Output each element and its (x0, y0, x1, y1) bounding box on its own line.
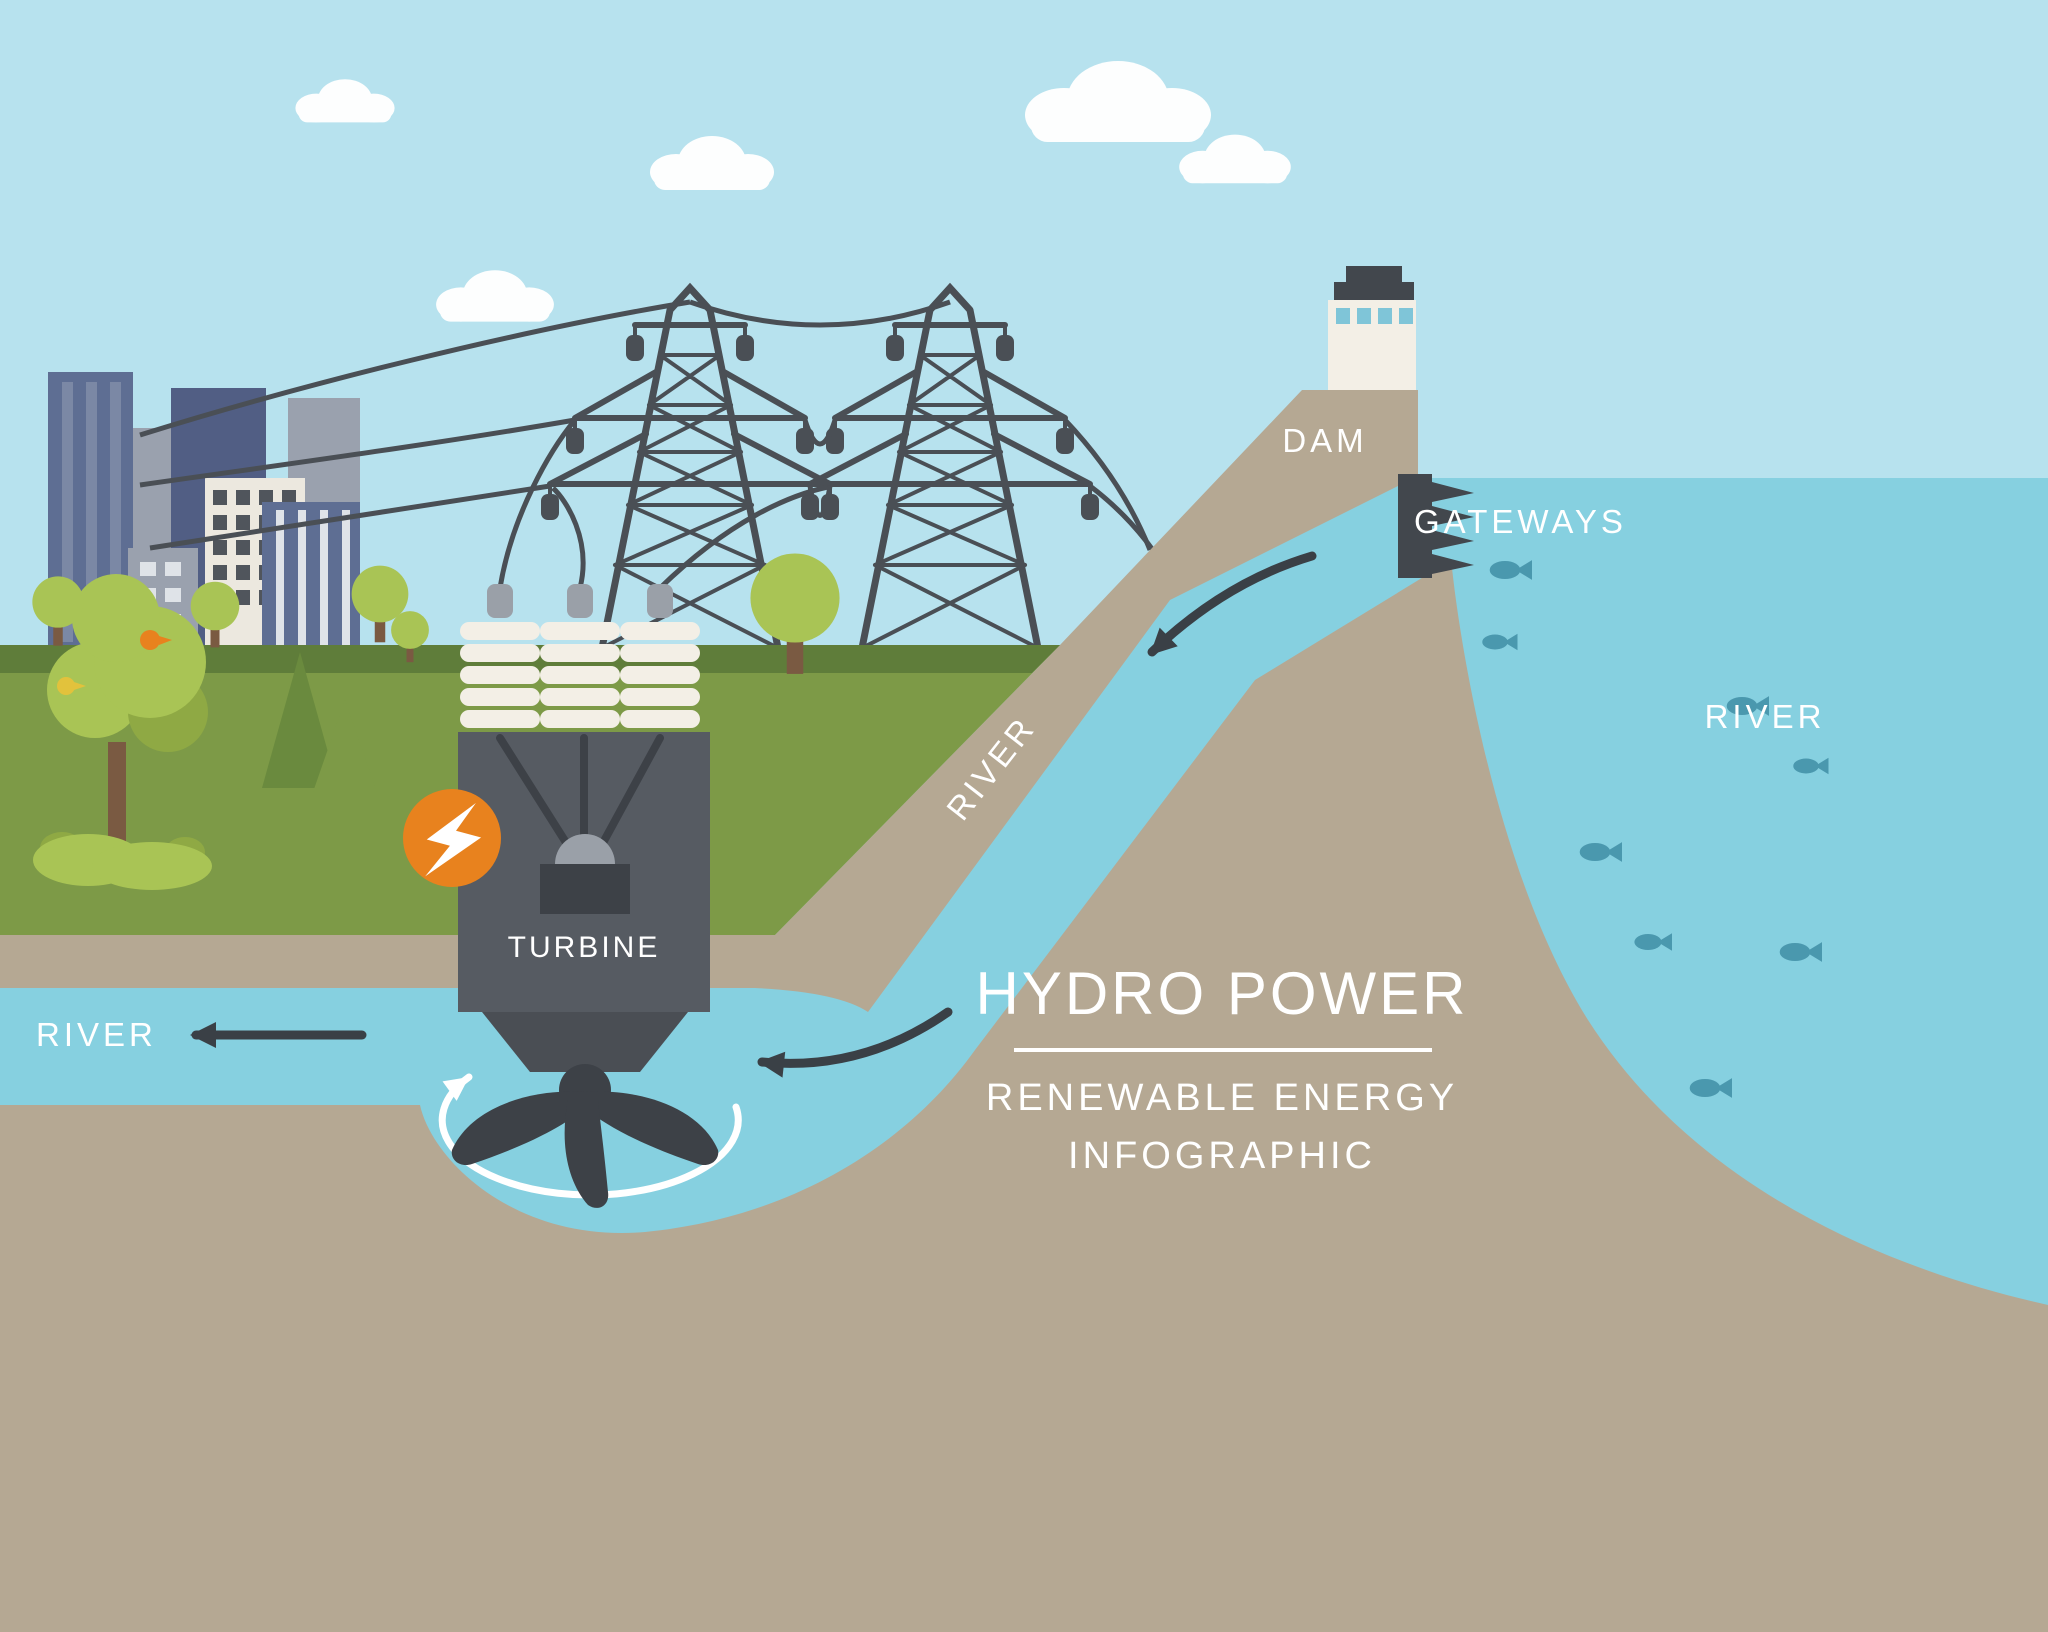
dam-gateways (1398, 474, 1474, 578)
rotation-arrowhead-icon (442, 1077, 469, 1101)
subtitle-line1: RENEWABLE ENERGY (986, 1077, 1458, 1119)
arrowhead-icon (758, 1051, 786, 1078)
pine-tree-icon (262, 652, 338, 788)
penstock-top-arrow (1147, 551, 1317, 657)
power-station (403, 584, 742, 1208)
reservoir (1418, 478, 2048, 1305)
pine-tree-icon (313, 700, 377, 792)
title-underline (1014, 1048, 1432, 1052)
vegetation (32, 553, 840, 890)
arrowhead-icon (1150, 627, 1178, 655)
arrowhead-icon (190, 1022, 216, 1048)
generator-cables (496, 734, 664, 856)
subtitle-line2: INFOGRAPHIC (1068, 1135, 1376, 1177)
label-dam: DAM (1282, 422, 1367, 459)
power-lines (139, 299, 1168, 590)
label-river-outflow: RIVER (36, 1016, 157, 1053)
generator-base (540, 864, 630, 914)
label-turbine: TURBINE (508, 931, 661, 964)
label-river-reservoir: RIVER (1705, 698, 1826, 735)
label-gateways: GATEWAYS (1414, 503, 1627, 540)
bird-icon (140, 630, 172, 650)
turbine-funnel (482, 1012, 688, 1072)
energy-badge (403, 789, 501, 887)
river-channel (0, 486, 1448, 1233)
bird-icon (57, 677, 86, 695)
flow-arrows (190, 551, 1317, 1078)
turbine-propeller (451, 1091, 719, 1208)
dam-building (1328, 266, 1416, 390)
penstock-bottom-arrow (757, 1007, 953, 1068)
page-title: HYDRO POWER (975, 960, 1468, 1027)
rotation-arrow (438, 1073, 742, 1199)
lightning-bolt-icon (425, 802, 482, 877)
large-tree-icon (33, 574, 212, 890)
